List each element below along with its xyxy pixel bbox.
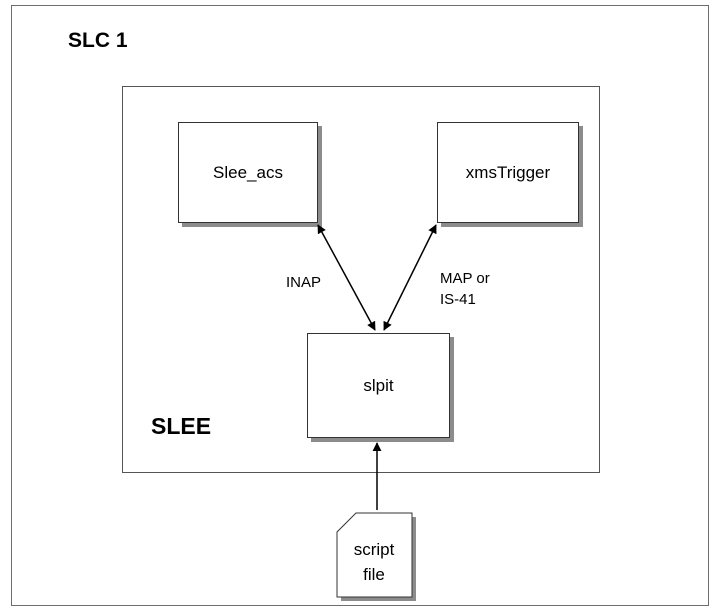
script-file-icon bbox=[336, 512, 413, 598]
map-label-line2: IS-41 bbox=[440, 291, 476, 308]
xmstrigger-label: xmsTrigger bbox=[465, 162, 551, 182]
script-file-label: script file bbox=[353, 540, 395, 584]
map-is41-label: MAP or IS-41 bbox=[440, 268, 510, 310]
map-label-line1: MAP or bbox=[440, 270, 490, 287]
slc-1-title: SLC 1 bbox=[68, 29, 128, 52]
xmstrigger-node: xmsTrigger bbox=[437, 122, 579, 223]
slee-title: SLEE bbox=[151, 413, 212, 439]
slpit-node: slpit bbox=[307, 333, 450, 438]
map-arrow bbox=[383, 224, 437, 331]
slpit-label: slpit bbox=[363, 375, 394, 395]
slee-acs-label: Slee_acs bbox=[213, 162, 283, 182]
inap-arrow bbox=[317, 224, 376, 331]
slee-acs-node: Slee_acs bbox=[178, 122, 318, 223]
inap-label: INAP bbox=[286, 274, 322, 291]
